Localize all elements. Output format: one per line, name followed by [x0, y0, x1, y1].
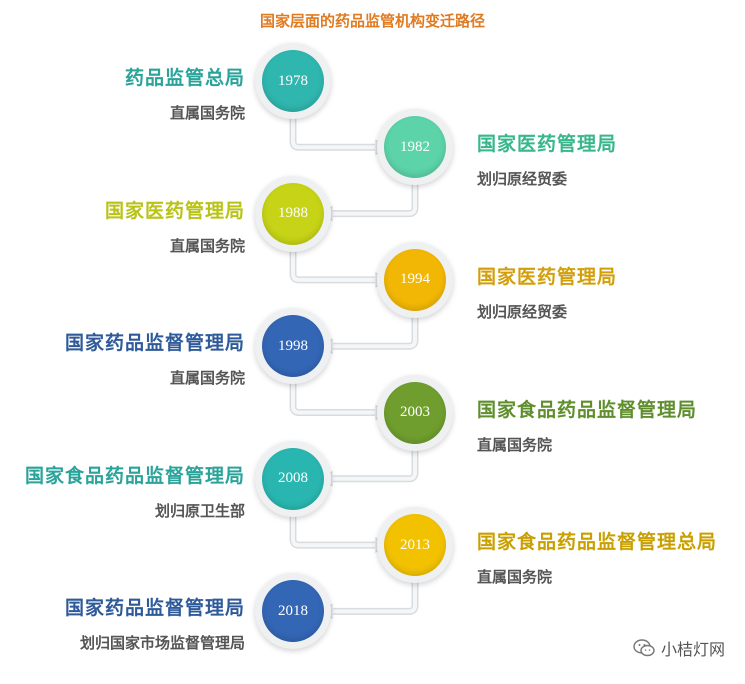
connector-line-inner	[333, 181, 417, 216]
agency-affiliation: 直属国务院	[169, 369, 245, 388]
milestone-node: 2018	[255, 573, 331, 650]
agency-name: 国家药品监督管理局	[64, 332, 245, 355]
connector-line	[289, 247, 375, 284]
milestone-label: 国家药品监督管理局直属国务院	[65, 328, 245, 388]
milestone-label: 国家药品监督管理局划归国家市场监督管理局	[65, 593, 245, 653]
connector-line	[289, 115, 375, 151]
milestone-label: 国家医药管理局直属国务院	[105, 196, 245, 256]
agency-affiliation: 直属国务院	[477, 435, 553, 454]
connector-line-inner	[333, 446, 417, 481]
milestone-node: 2013	[377, 507, 453, 584]
agency-name: 国家医药管理局	[104, 199, 245, 222]
milestone-year: 1978	[262, 50, 324, 112]
milestone-node: 1998	[255, 308, 331, 385]
milestone-node: 1994	[377, 241, 453, 318]
connector-line	[333, 446, 419, 483]
connector-line-inner	[291, 247, 375, 282]
connector-line-inner	[333, 313, 417, 349]
connector-line-inner	[291, 115, 375, 150]
connector-line-inner	[291, 512, 375, 548]
connector-line	[333, 579, 419, 615]
milestone-year: 1994	[384, 248, 446, 311]
milestone-year: 1998	[262, 315, 324, 378]
agency-name: 药品监管总局	[124, 67, 245, 89]
milestone-node: 1978	[255, 43, 331, 119]
agency-affiliation: 划归国家市场监督管理局	[79, 634, 245, 653]
agency-affiliation: 划归原卫生部	[154, 501, 245, 520]
milestone-year: 2003	[384, 381, 446, 444]
connector-line	[333, 181, 419, 218]
milestone-year: 1982	[384, 116, 446, 179]
connector-line	[333, 313, 419, 350]
diagram-title: 国家层面的药品监管机构变迁路径	[259, 12, 485, 30]
agency-name: 国家食品药品监督管理局	[477, 398, 698, 421]
wechat-icon	[633, 639, 655, 657]
milestone-year: 1988	[262, 182, 324, 245]
milestone-label: 国家医药管理局划归原经贸委	[477, 129, 617, 189]
milestone-node: 2003	[377, 374, 453, 451]
milestone-year: 2008	[262, 447, 324, 510]
milestone-year: 2013	[384, 514, 446, 577]
agency-name: 国家医药管理局	[477, 133, 618, 156]
agency-affiliation: 直属国务院	[169, 236, 245, 255]
connector-line	[289, 512, 375, 549]
milestone-year: 2018	[262, 580, 324, 643]
milestone-label: 国家食品药品监督管理总局直属国务院	[477, 527, 717, 587]
agency-affiliation: 直属国务院	[477, 568, 553, 587]
agency-name: 国家药品监督管理局	[64, 597, 245, 620]
connector-line	[289, 380, 375, 416]
connector-line-inner	[291, 380, 375, 415]
agency-name: 国家食品药品监督管理总局	[477, 531, 718, 554]
watermark-text: 小桔灯网	[660, 640, 725, 659]
milestone-label: 国家食品药品监督管理局直属国务院	[477, 395, 697, 455]
milestone-label: 药品监管总局直属国务院	[125, 63, 245, 123]
milestone-node: 2008	[255, 440, 331, 517]
agency-affiliation: 划归原经贸委	[477, 302, 568, 321]
milestone-node: 1982	[377, 109, 453, 186]
watermark: 小桔灯网	[633, 636, 725, 660]
milestone-label: 国家食品药品监督管理局划归原卫生部	[25, 461, 245, 521]
milestone-node: 1988	[255, 175, 331, 252]
agency-affiliation: 直属国务院	[169, 104, 245, 122]
agency-name: 国家医药管理局	[477, 265, 618, 288]
milestone-label: 国家医药管理局划归原经贸委	[477, 262, 617, 322]
agency-affiliation: 划归原经贸委	[477, 170, 568, 189]
agency-name: 国家食品药品监督管理局	[24, 464, 245, 487]
connector-line-inner	[333, 579, 417, 614]
